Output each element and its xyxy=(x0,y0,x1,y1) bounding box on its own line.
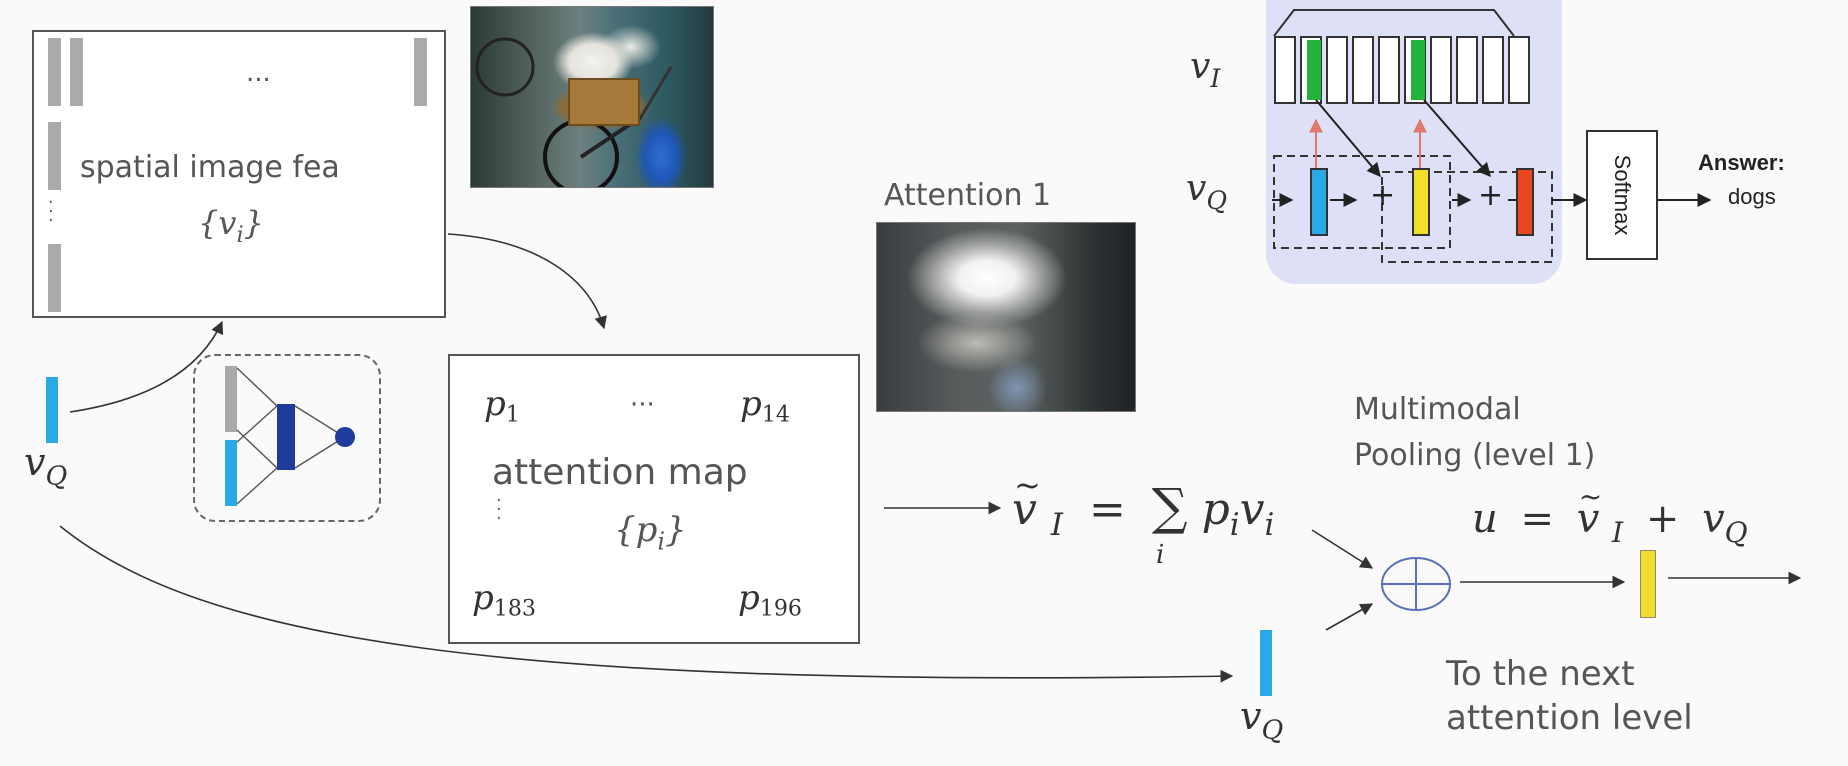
attention-p14: p14 xyxy=(740,384,790,428)
answer-value: dogs xyxy=(1728,184,1776,209)
attention-p183: p183 xyxy=(472,578,536,622)
u-vector xyxy=(1640,550,1656,618)
attention-map-box: p1 ··· p14 attention map ··· {pi} p183 p… xyxy=(448,354,860,644)
feature-bar xyxy=(48,122,61,190)
attention-heatmap-image xyxy=(876,222,1136,412)
attention-map-label: attention map xyxy=(492,452,748,493)
features-to-attention-arrow xyxy=(447,233,607,330)
question-vector-bottom xyxy=(1260,630,1272,696)
inset-connectors xyxy=(1272,9,1712,263)
attention-p196: p196 xyxy=(738,578,802,622)
answer-title: Answer: xyxy=(1698,150,1785,175)
feature-cell xyxy=(1326,36,1348,104)
next-level-line1: To the next xyxy=(1446,654,1635,694)
vertical-ellipsis: ··· xyxy=(48,192,54,231)
feature-cell xyxy=(1456,36,1478,104)
inset-question-vector xyxy=(1310,168,1328,236)
attention-title: Attention 1 xyxy=(884,178,1052,213)
features-set-symbol: {vi} xyxy=(198,204,264,248)
question-to-features-arrow xyxy=(69,320,224,413)
attention-vertical-ellipsis: ··· xyxy=(496,490,502,529)
features-label: spatial image fea xyxy=(80,150,340,185)
bicycle-sketch xyxy=(475,37,673,187)
next-level-line2: attention level xyxy=(1446,698,1693,738)
softmax-label: Softmax xyxy=(1610,154,1635,236)
feature-bar xyxy=(48,38,61,106)
question-long-curve xyxy=(59,525,1234,683)
attention-p1: p1 xyxy=(484,384,520,428)
attention-ellipsis: ··· xyxy=(630,390,655,420)
inset-plus-2: + xyxy=(1478,178,1504,213)
sum-index: i xyxy=(1156,540,1165,570)
feature-cell xyxy=(1274,36,1296,104)
u-equation: u = v~ I + vQ xyxy=(1472,480,1748,549)
attention-network-box xyxy=(193,354,381,522)
feature-bar xyxy=(48,244,61,312)
element-wise-sum-symbol xyxy=(1381,557,1451,611)
sum-to-plus-arrow xyxy=(1311,529,1374,569)
feature-cell xyxy=(1482,36,1504,104)
feature-bar xyxy=(70,38,83,106)
green-feature-cell xyxy=(1411,40,1425,100)
feature-cell xyxy=(1430,36,1452,104)
attention-network xyxy=(225,366,355,506)
green-feature-cell xyxy=(1307,40,1321,100)
softmax-box: Softmax xyxy=(1586,130,1658,260)
inset-plus-1: + xyxy=(1370,178,1396,213)
feature-bar xyxy=(414,38,427,106)
pooling-title-line1: Multimodal xyxy=(1354,392,1521,427)
inset-vi-label: vI xyxy=(1190,46,1221,93)
vq-to-plus-arrow xyxy=(1325,603,1374,631)
weighted-sum-equation: v~ I = ∑ pivi xyxy=(1012,466,1275,543)
feature-cell xyxy=(1508,36,1530,104)
pooling-title-line2: Pooling (level 1) xyxy=(1354,438,1596,473)
inset-vq-label: vQ xyxy=(1186,168,1227,215)
feature-cell xyxy=(1378,36,1400,104)
input-image xyxy=(470,6,714,188)
question-vector-left xyxy=(46,377,58,443)
attention-set-symbol: {pi} xyxy=(614,510,687,556)
inset-yellow-vector xyxy=(1412,168,1430,236)
features-ellipsis: ... xyxy=(246,58,271,88)
question-vector-left-label: vQ xyxy=(24,440,68,492)
inset-red-vector xyxy=(1516,168,1534,236)
question-vector-bottom-label: vQ xyxy=(1240,694,1284,746)
image-features-box: ... ··· spatial image fea {vi} xyxy=(32,30,446,318)
feature-cell xyxy=(1352,36,1374,104)
